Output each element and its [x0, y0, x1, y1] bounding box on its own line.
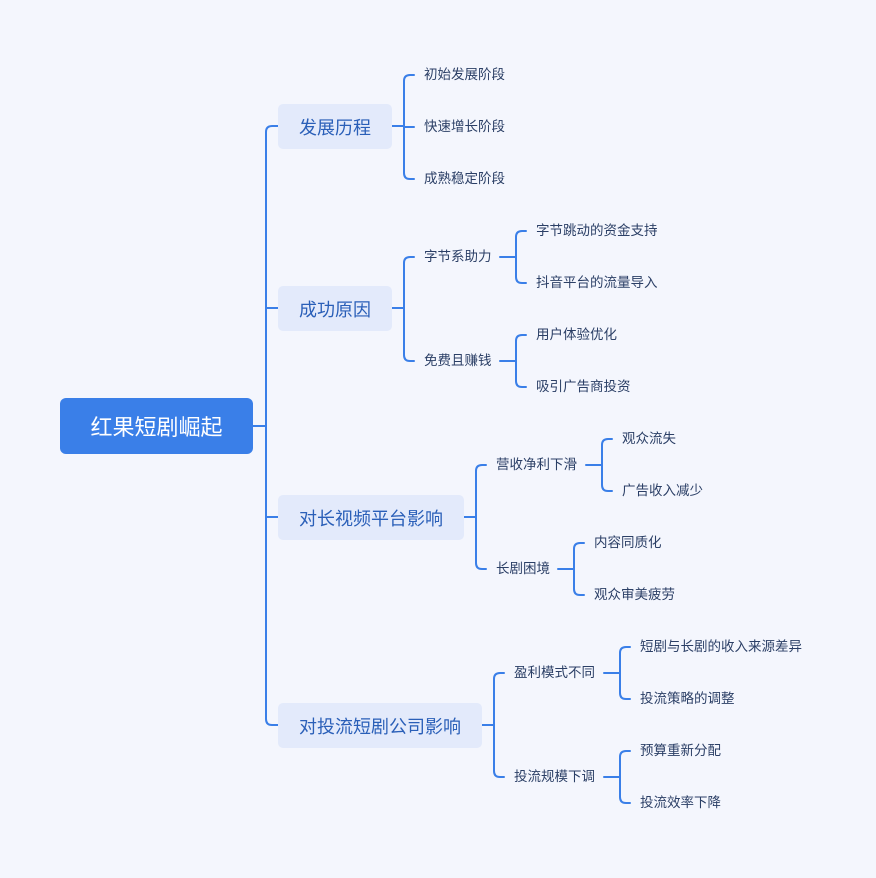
sub-bytedance-support[interactable]: 字节系助力	[424, 249, 492, 265]
branch-development-history[interactable]: 发展历程	[278, 104, 392, 149]
connector-line-1	[389, 74, 415, 180]
connector-line-9	[603, 646, 631, 700]
leaf-efficiency-decline[interactable]: 投流效率下降	[640, 795, 721, 811]
connector-line-10	[603, 750, 631, 804]
leaf-strategy-adjustment[interactable]: 投流策略的调整	[640, 691, 735, 707]
connector-line-2	[389, 256, 415, 362]
leaf-budget-reallocation[interactable]: 预算重新分配	[640, 743, 721, 759]
connector-line-3	[499, 230, 527, 284]
leaf-mature-stage[interactable]: 成熟稳定阶段	[424, 171, 505, 187]
sub-free-and-profitable[interactable]: 免费且赚钱	[424, 353, 492, 369]
connector-line-4	[499, 334, 527, 388]
leaf-douyin-traffic[interactable]: 抖音平台的流量导入	[536, 275, 658, 291]
sub-scale-reduction[interactable]: 投流规模下调	[514, 769, 595, 785]
leaf-bytedance-funding[interactable]: 字节跳动的资金支持	[536, 223, 658, 239]
sub-revenue-decline[interactable]: 营收净利下滑	[496, 457, 577, 473]
sub-long-drama-dilemma[interactable]: 长剧困境	[496, 561, 550, 577]
sub-profit-model-difference[interactable]: 盈利模式不同	[514, 665, 595, 681]
leaf-content-homogeneity[interactable]: 内容同质化	[594, 535, 662, 551]
connector-line-7	[557, 542, 585, 596]
leaf-revenue-source-difference[interactable]: 短剧与长剧的收入来源差异	[640, 639, 802, 655]
leaf-rapid-growth-stage[interactable]: 快速增长阶段	[424, 119, 505, 135]
leaf-ad-revenue-decrease[interactable]: 广告收入减少	[622, 483, 703, 499]
connector-line-6	[585, 438, 613, 492]
connector-line-0	[252, 125, 279, 726]
connector-line-8	[479, 672, 505, 778]
branch-long-video-impact[interactable]: 对长视频平台影响	[278, 495, 464, 540]
leaf-audience-fatigue[interactable]: 观众审美疲劳	[594, 587, 675, 603]
root-node[interactable]: 红果短剧崛起	[60, 398, 253, 454]
branch-success-reasons[interactable]: 成功原因	[278, 286, 392, 331]
leaf-audience-loss[interactable]: 观众流失	[622, 431, 676, 447]
leaf-attract-advertisers[interactable]: 吸引广告商投资	[536, 379, 631, 395]
connector-line-5	[461, 464, 487, 570]
leaf-user-experience[interactable]: 用户体验优化	[536, 327, 617, 343]
branch-short-drama-company-impact[interactable]: 对投流短剧公司影响	[278, 703, 482, 748]
leaf-initial-stage[interactable]: 初始发展阶段	[424, 67, 505, 83]
